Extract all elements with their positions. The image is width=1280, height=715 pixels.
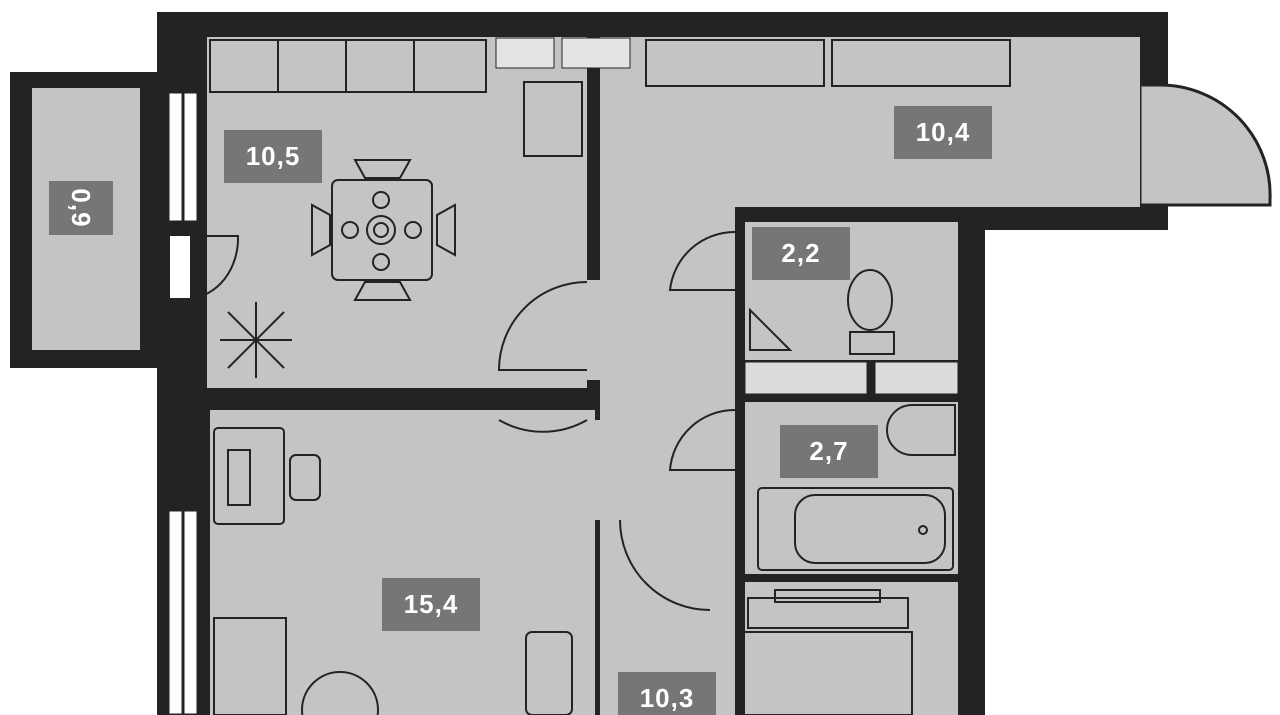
- bed: [741, 589, 913, 715]
- toilet: [749, 269, 895, 355]
- radiator: [831, 39, 1011, 87]
- room-area-living: 15,4: [382, 578, 480, 631]
- room-area-hall: 10,4: [894, 106, 992, 159]
- balcony-door-swing: [189, 235, 240, 299]
- room-area-bathroom: 2,7: [780, 425, 878, 478]
- dining-table: [311, 159, 456, 301]
- bay-window: [1138, 83, 1272, 207]
- radiator: [645, 39, 825, 87]
- bathtub: [757, 404, 956, 571]
- living-floor: [210, 410, 595, 715]
- desk: [213, 427, 573, 715]
- hall-floor: [600, 37, 1140, 207]
- shelf: [874, 361, 959, 395]
- room-area-balcony: 0,9: [49, 181, 113, 235]
- door-swings: [497, 230, 736, 611]
- room-area-toilet: 2,2: [752, 227, 850, 280]
- kitchen-counters: [209, 39, 583, 157]
- shelf: [744, 361, 868, 395]
- room-area-corridor: 10,3: [618, 672, 716, 715]
- room-area-kitchen: 10,5: [224, 130, 322, 183]
- room-lower-right-floor: [745, 582, 958, 715]
- corridor-floor: [600, 200, 735, 715]
- plant: [220, 302, 292, 378]
